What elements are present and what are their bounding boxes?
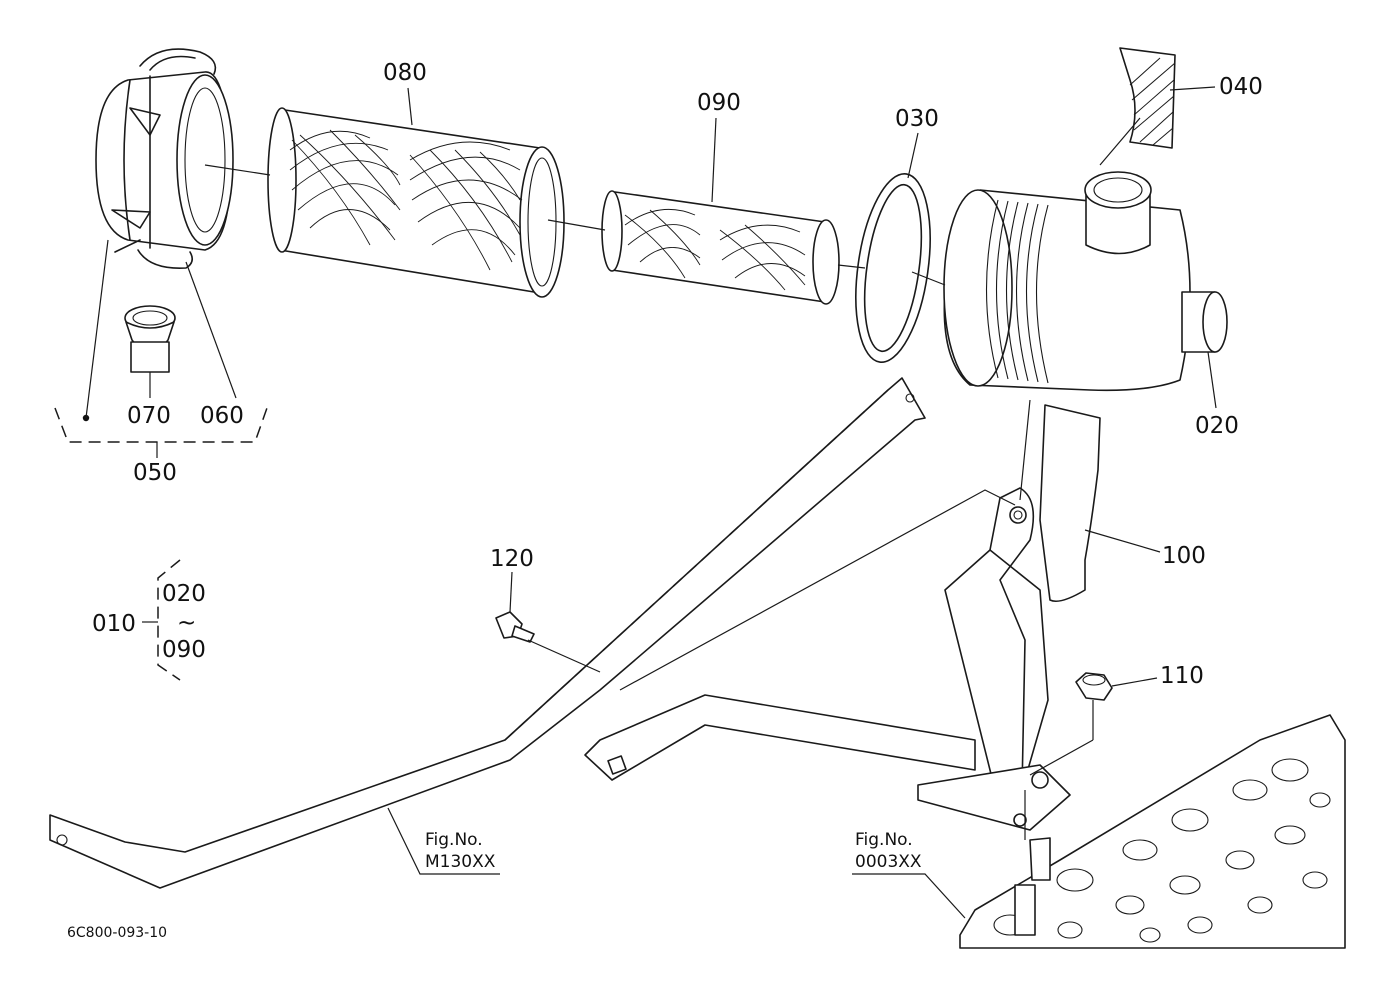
gasket-ring-part xyxy=(855,172,931,364)
ref1-code: M130XX xyxy=(425,852,496,872)
ref2-title: Fig.No. xyxy=(855,830,913,850)
label-range-from: 020 xyxy=(162,581,206,607)
frame-bar-context xyxy=(49,377,926,889)
label-120: 120 xyxy=(490,546,534,572)
housing-part xyxy=(943,171,1228,392)
label-050: 050 xyxy=(133,460,177,486)
nut-part xyxy=(1075,672,1113,701)
drawing-id: 6C800-093-10 xyxy=(67,925,167,941)
ref1-title: Fig.No. xyxy=(425,830,483,850)
ref2-code: 0003XX xyxy=(855,852,922,872)
label-080: 080 xyxy=(383,60,427,86)
label-060: 060 xyxy=(200,403,244,429)
assembly-axis-lines xyxy=(204,164,1094,840)
end-cap-part xyxy=(95,48,234,269)
label-040: 040 xyxy=(1219,74,1263,100)
label-010: 010 xyxy=(92,611,136,637)
label-020: 020 xyxy=(1195,413,1239,439)
bracket-050 xyxy=(54,239,268,458)
set-bracket-010 xyxy=(142,559,181,681)
label-110: 110 xyxy=(1160,663,1204,689)
label-range-sep: ~ xyxy=(177,610,196,636)
callout-leaders xyxy=(387,86,1217,919)
label-030: 030 xyxy=(895,106,939,132)
label-070: 070 xyxy=(127,403,171,429)
mounting-bracket-part xyxy=(584,404,1101,831)
outer-filter-part xyxy=(267,107,565,298)
label-090: 090 xyxy=(697,90,741,116)
hatched-tab-part xyxy=(1119,47,1176,149)
inner-filter-part xyxy=(601,190,840,305)
valve-part xyxy=(124,305,176,373)
bolt-part xyxy=(495,611,535,643)
engine-block-context xyxy=(959,714,1346,949)
label-range-to: 090 xyxy=(162,637,206,663)
label-100: 100 xyxy=(1162,543,1206,569)
